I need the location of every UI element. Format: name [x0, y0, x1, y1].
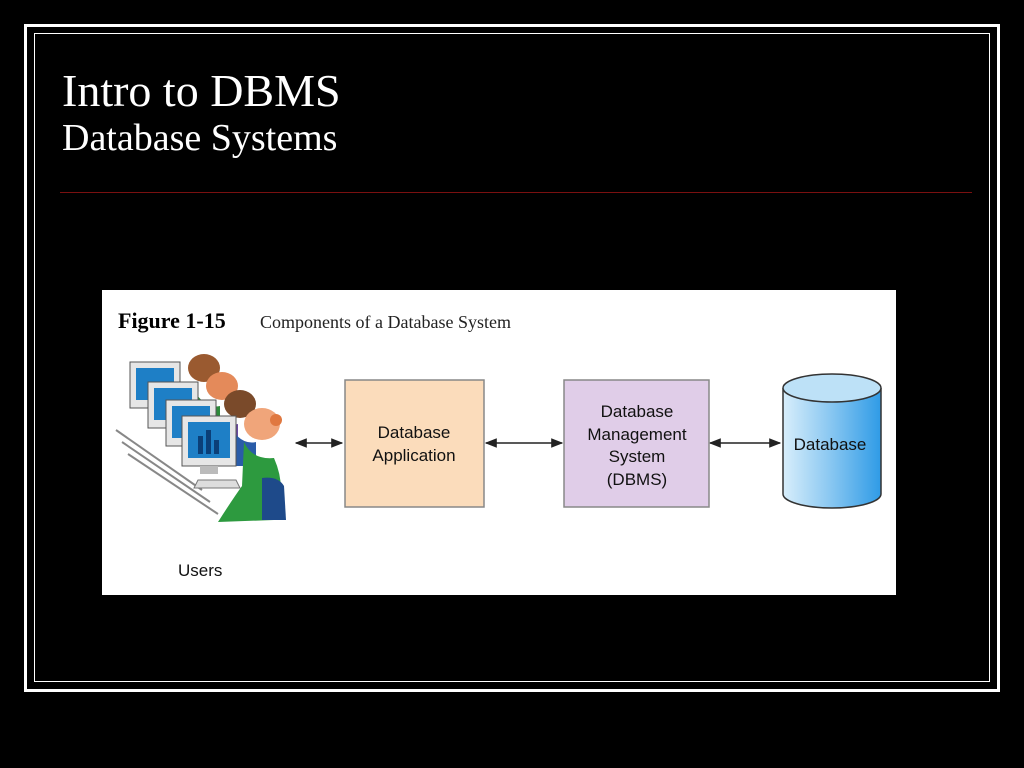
database-cylinder: Database	[782, 373, 882, 509]
dbms-box: Database Management System (DBMS)	[563, 379, 710, 508]
slide-outer-border	[24, 24, 1000, 692]
slide-subtitle: Database Systems	[62, 117, 338, 159]
dbms-box-line-4: (DBMS)	[607, 470, 667, 489]
database-application-box: Database Application	[344, 379, 485, 508]
app-box-line-2: Application	[372, 446, 455, 465]
user-workstation-4	[181, 408, 286, 522]
database-label: Database	[794, 435, 867, 454]
database-system-diagram: Users Database Application Database Mana…	[115, 354, 882, 580]
dbms-box-line-1: Database	[601, 402, 674, 421]
figure-number: Figure 1-15	[118, 308, 226, 333]
users-label: Users	[178, 561, 222, 580]
users-illustration: Users	[115, 354, 286, 580]
slide-title: Intro to DBMS	[62, 65, 341, 116]
slide-inner-border	[34, 33, 990, 682]
figure-panel: Figure 1-15 Components of a Database Sys…	[102, 290, 896, 595]
dbms-box-line-2: Management	[587, 425, 687, 444]
figure-caption: Components of a Database System	[260, 312, 511, 332]
title-divider	[60, 192, 972, 193]
dbms-box-line-3: System	[609, 447, 666, 466]
app-box-line-1: Database	[378, 423, 451, 442]
